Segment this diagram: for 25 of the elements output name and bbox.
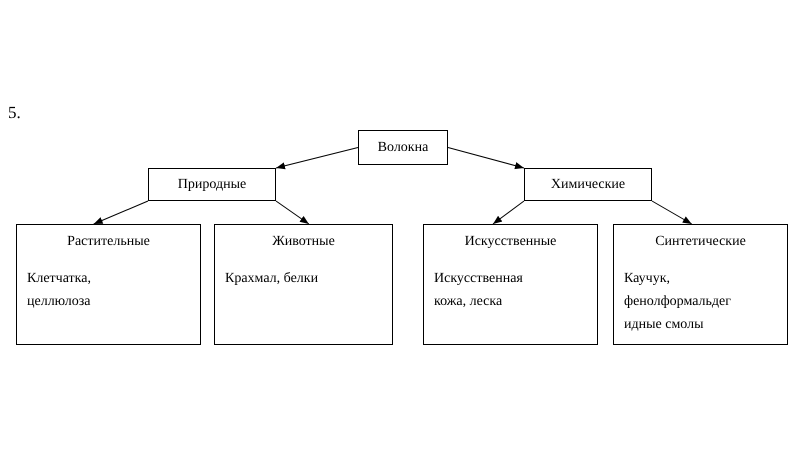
category-box	[358, 130, 448, 165]
category-box	[524, 168, 652, 201]
category-box	[214, 224, 393, 345]
arrow	[93, 200, 148, 224]
example-text: Крахмал, белки	[225, 270, 320, 288]
arrow	[652, 200, 692, 224]
arrow	[448, 147, 524, 170]
box-title: Животные	[272, 233, 335, 251]
category-box	[16, 224, 201, 345]
category-box	[148, 168, 276, 201]
arrow	[276, 200, 310, 224]
box-title: Искусственные	[464, 233, 556, 251]
arrow	[276, 147, 358, 170]
example-text: Каучук, фенолформальдегидные смолы	[624, 270, 732, 334]
item-number: 5.	[8, 103, 21, 123]
box-title: Растительные	[67, 233, 150, 251]
example-text: Клетчатка, целлюлоза	[27, 270, 92, 311]
example-text: Искусственная кожа, леска	[434, 270, 524, 311]
category-box	[613, 224, 788, 345]
box-title: Волокна	[378, 138, 428, 156]
box-title: Химические	[550, 176, 626, 194]
box-title: Синтетические	[655, 233, 746, 251]
category-box	[423, 224, 598, 345]
arrow	[492, 200, 524, 224]
box-title: Природные	[178, 176, 246, 194]
